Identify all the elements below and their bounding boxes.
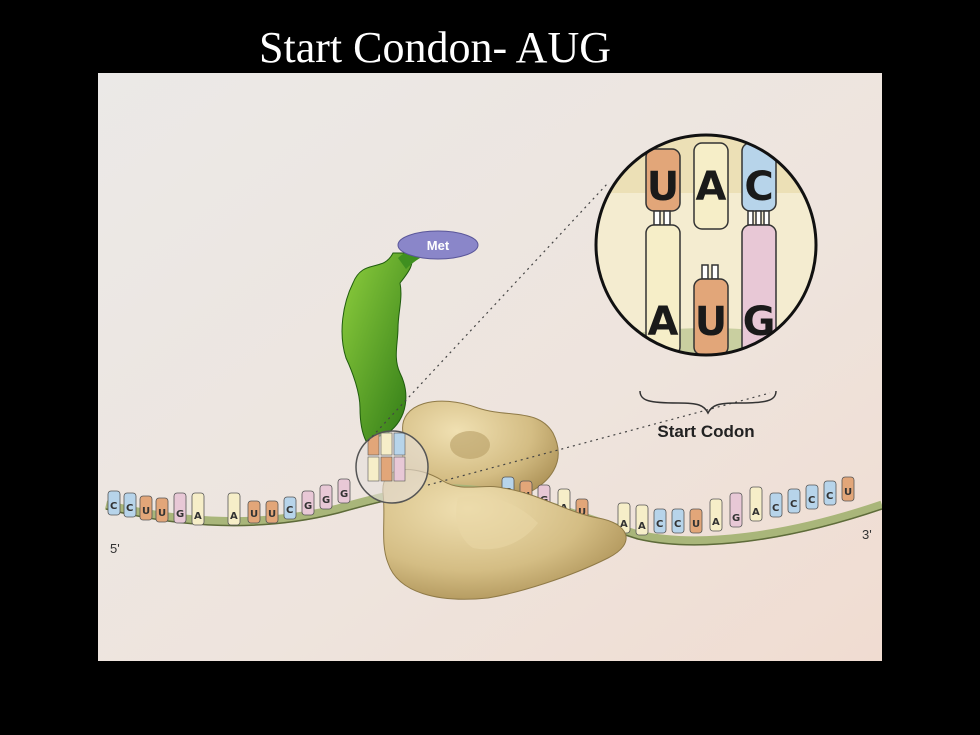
svg-text:C: C bbox=[826, 491, 833, 502]
svg-text:C: C bbox=[286, 505, 293, 516]
svg-text:A: A bbox=[620, 519, 628, 530]
svg-text:U: U bbox=[250, 509, 258, 520]
start-codon-brace bbox=[639, 390, 777, 415]
svg-text:G: G bbox=[176, 509, 184, 520]
svg-text:C: C bbox=[808, 495, 815, 506]
mrna-base: G bbox=[729, 492, 743, 528]
anticodon-letter: A bbox=[696, 164, 727, 210]
five-prime-label: 5' bbox=[110, 541, 120, 556]
svg-text:G: G bbox=[322, 495, 330, 506]
mrna-base: C bbox=[769, 492, 783, 518]
svg-text:C: C bbox=[110, 501, 117, 512]
svg-text:A: A bbox=[230, 511, 238, 522]
mrna-base: A bbox=[709, 498, 723, 532]
mrna-base: C bbox=[123, 492, 137, 518]
mrna-base: U bbox=[139, 495, 153, 521]
mrna-base: A bbox=[227, 492, 241, 526]
svg-text:C: C bbox=[790, 499, 797, 510]
translation-diagram: C C U U G A A U U C G G G C U G A U A A … bbox=[98, 73, 882, 661]
mrna-base: C bbox=[787, 488, 801, 514]
codon-letter: U bbox=[695, 299, 727, 345]
svg-text:U: U bbox=[268, 509, 276, 520]
anticodon-base-u bbox=[645, 148, 681, 212]
svg-text:C: C bbox=[656, 519, 663, 530]
mrna-base: G bbox=[337, 478, 351, 504]
mrna-base: C bbox=[107, 490, 121, 516]
mrna-base: A bbox=[191, 492, 205, 526]
svg-text:A: A bbox=[638, 521, 646, 532]
svg-text:U: U bbox=[578, 507, 586, 518]
mrna-base: U bbox=[841, 476, 855, 502]
svg-text:U: U bbox=[692, 519, 700, 530]
mrna-base: C bbox=[283, 496, 297, 520]
codon-letter: A bbox=[648, 299, 679, 345]
codon-base-a bbox=[645, 224, 681, 355]
svg-text:U: U bbox=[844, 487, 852, 498]
mrna-bases-right: C U G A U A A C C U A G A C C C C U bbox=[501, 476, 855, 536]
mrna-base: U bbox=[689, 508, 703, 534]
translation-figure: C C U U G A A U U C G G G C U G A U A A … bbox=[98, 73, 882, 661]
svg-text:Met: Met bbox=[427, 238, 450, 253]
anticodon-letter: U bbox=[647, 164, 679, 210]
mrna-base: C bbox=[671, 508, 685, 534]
svg-text:U: U bbox=[158, 508, 166, 519]
svg-text:G: G bbox=[340, 489, 348, 500]
slide-title: Start Condon- AUG bbox=[259, 23, 611, 72]
mrna-base: U bbox=[155, 497, 169, 523]
svg-text:C: C bbox=[126, 503, 133, 514]
codon-anticodon-lens bbox=[355, 430, 429, 504]
mrna-base: G bbox=[319, 484, 333, 510]
codon-base-g bbox=[741, 224, 777, 355]
svg-text:C: C bbox=[772, 503, 779, 514]
mrna-base: A bbox=[617, 502, 631, 534]
mrna-base: G bbox=[173, 492, 187, 524]
mrna-bases-left: C C U U G A A U U C G G G bbox=[107, 478, 351, 526]
mrna-base: C bbox=[805, 484, 819, 510]
svg-text:A: A bbox=[194, 511, 202, 522]
anticodon-letter: C bbox=[744, 164, 773, 210]
codon-base-u bbox=[693, 278, 729, 355]
anticodon-base-a bbox=[693, 142, 729, 230]
mrna-base: A bbox=[749, 486, 763, 522]
mrna-base: U bbox=[265, 500, 279, 524]
svg-text:G: G bbox=[732, 513, 740, 524]
mrna-base: U bbox=[247, 500, 261, 524]
svg-text:U: U bbox=[142, 506, 150, 517]
svg-text:C: C bbox=[674, 519, 681, 530]
svg-text:A: A bbox=[712, 517, 720, 528]
svg-text:G: G bbox=[304, 501, 312, 512]
svg-text:A: A bbox=[752, 507, 760, 518]
three-prime-label: 3' bbox=[862, 527, 872, 542]
projection-line bbox=[427, 392, 771, 486]
met-amino-acid: Met bbox=[397, 230, 479, 260]
mrna-base: A bbox=[635, 504, 649, 536]
start-codon-label: Start Codon bbox=[657, 422, 754, 441]
mrna-base: G bbox=[301, 490, 315, 516]
mrna-base: C bbox=[823, 480, 837, 506]
mrna-base: C bbox=[653, 508, 667, 534]
